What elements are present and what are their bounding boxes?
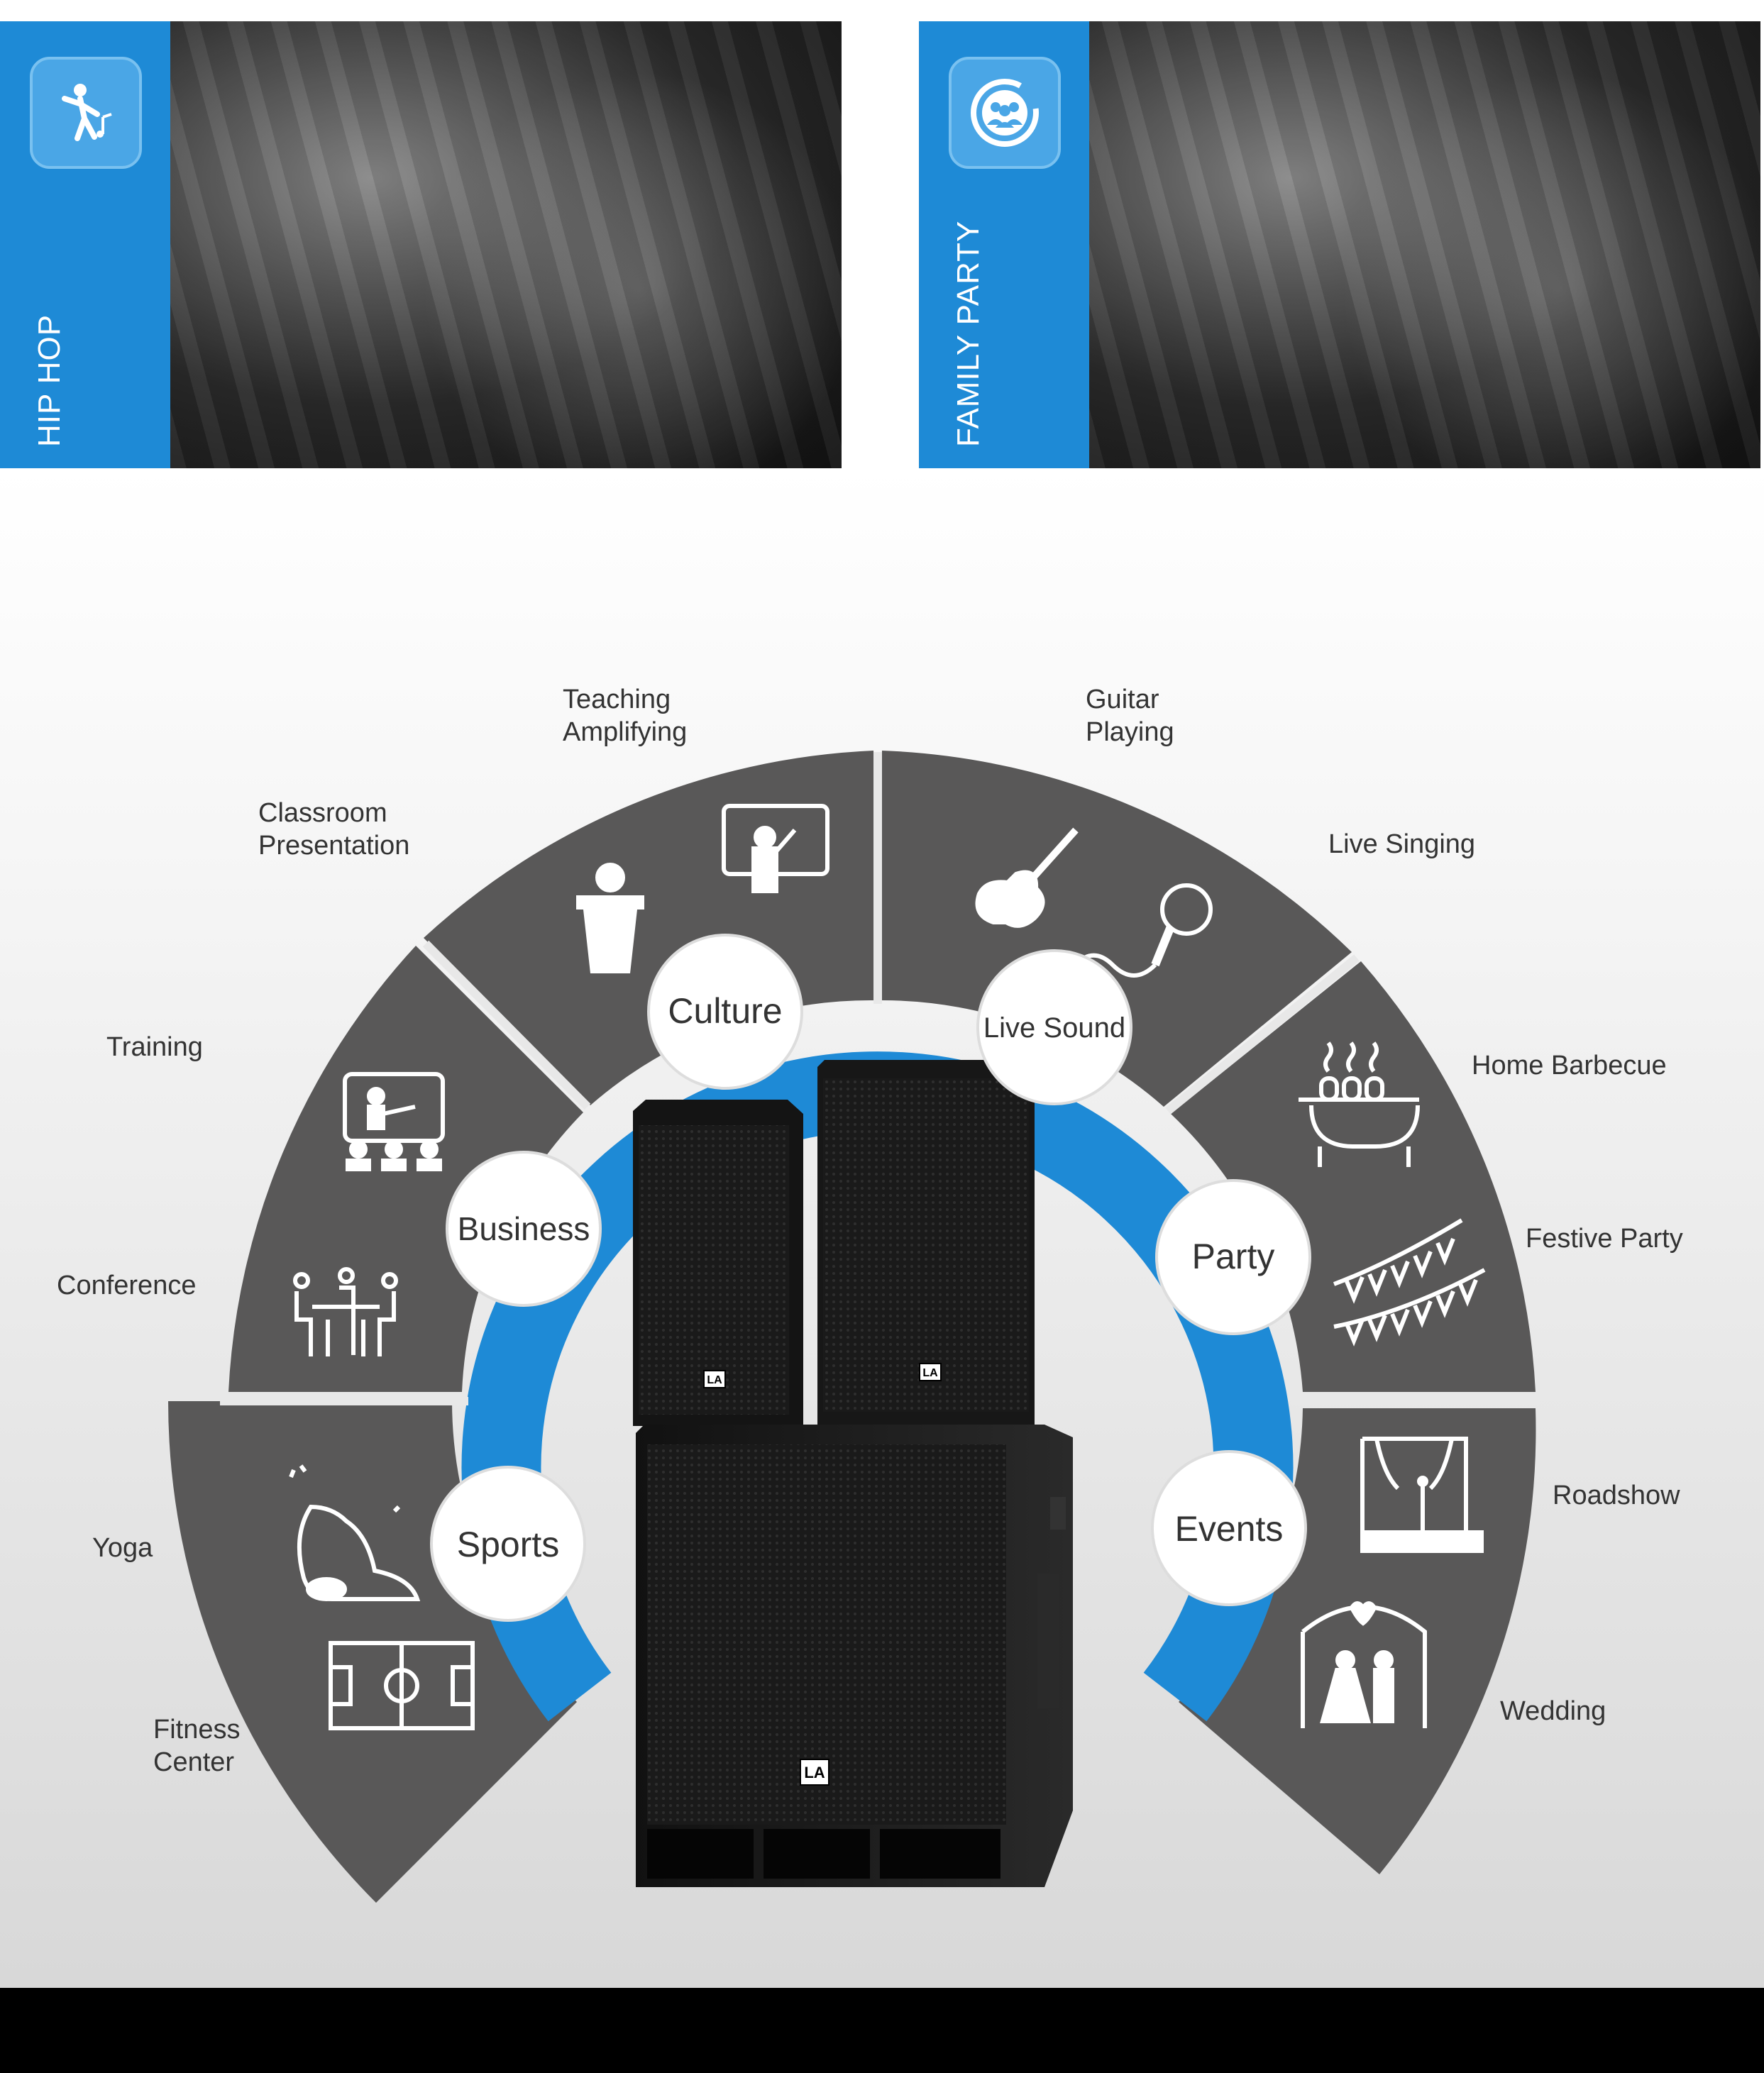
label-live-singing: Live Singing <box>1328 829 1475 859</box>
bubble-business <box>446 1151 602 1307</box>
lectern-icon <box>576 863 644 973</box>
segment-party <box>1171 961 1536 1392</box>
yoga-icon <box>289 1464 421 1601</box>
subwoofer: LA <box>636 1425 1073 1887</box>
family-party-banner: FAMILY PARTY <box>919 21 1760 468</box>
label-roadshow: Roadshow <box>1553 1481 1680 1510</box>
conference-icon <box>293 1267 398 1356</box>
segment-sports <box>168 1401 577 1903</box>
category-bubbles: Culture Live Sound Business Party Sports… <box>430 934 1311 1622</box>
barbecue-icon <box>1299 1041 1420 1167</box>
banner-label: FAMILY PARTY <box>951 220 986 447</box>
category-business: Business <box>458 1210 590 1247</box>
application-wheel: LA LA LA Culture <box>57 685 1683 1903</box>
label-teaching-2: Amplifying <box>563 717 687 747</box>
segment-dividers <box>220 752 1540 1405</box>
bubble-events <box>1151 1450 1307 1606</box>
bubble-party <box>1155 1179 1311 1335</box>
dancer-icon <box>30 57 142 169</box>
family-party-photo <box>1089 21 1760 468</box>
teaching-icon <box>722 804 829 893</box>
soccer-field-icon <box>329 1641 475 1730</box>
application-diagram: LA LA LA Culture <box>0 468 1764 1988</box>
label-guitar-1: Guitar <box>1086 685 1159 714</box>
training-icon <box>343 1072 445 1171</box>
label-classroom-1: Classroom <box>258 798 387 828</box>
speaker-system: LA LA LA <box>633 1060 1073 1887</box>
category-sports: Sports <box>457 1525 560 1564</box>
speaker-logo: LA <box>804 1764 825 1781</box>
bubble-live-sound <box>976 949 1132 1105</box>
label-wedding: Wedding <box>1500 1696 1606 1726</box>
category-culture: Culture <box>668 991 782 1031</box>
label-fitness-1: Fitness <box>153 1715 240 1745</box>
category-events: Events <box>1175 1509 1284 1549</box>
speaker-logo: LA <box>707 1374 722 1386</box>
speaker-logo: LA <box>922 1367 938 1379</box>
segment-events <box>1179 1408 1536 1874</box>
label-home-barbecue: Home Barbecue <box>1472 1051 1667 1080</box>
guitar-icon <box>975 827 1079 928</box>
label-guitar-2: Playing <box>1086 717 1174 747</box>
family-group-icon <box>949 57 1061 169</box>
category-live-sound: Live Sound <box>983 1012 1125 1044</box>
label-teaching-1: Teaching <box>563 685 671 714</box>
microphone-icon <box>1083 883 1213 978</box>
label-classroom-2: Presentation <box>258 831 409 861</box>
label-yoga: Yoga <box>92 1533 153 1563</box>
footer-bar <box>0 1988 1764 2073</box>
label-fitness-2: Center <box>153 1747 234 1777</box>
bubble-culture <box>647 934 803 1090</box>
category-party: Party <box>1192 1237 1275 1276</box>
segment-live-sound <box>882 751 1352 1107</box>
hip-hop-banner: HIP HOP <box>0 21 842 468</box>
stage-icon <box>1360 1437 1484 1553</box>
speaker-top-right: LA <box>817 1060 1035 1426</box>
bunting-icon <box>1333 1218 1486 1347</box>
label-festive-party: Festive Party <box>1526 1224 1683 1254</box>
hip-hop-photo <box>170 21 842 468</box>
wedding-icon <box>1301 1601 1427 1728</box>
bubble-sports <box>430 1466 586 1622</box>
application-labels: Teaching Amplifying Guitar Playing Class… <box>57 685 1683 1777</box>
banner-label: HIP HOP <box>32 314 67 447</box>
speaker-top-left: LA <box>633 1100 803 1426</box>
label-training: Training <box>106 1032 203 1062</box>
label-conference: Conference <box>57 1271 196 1300</box>
